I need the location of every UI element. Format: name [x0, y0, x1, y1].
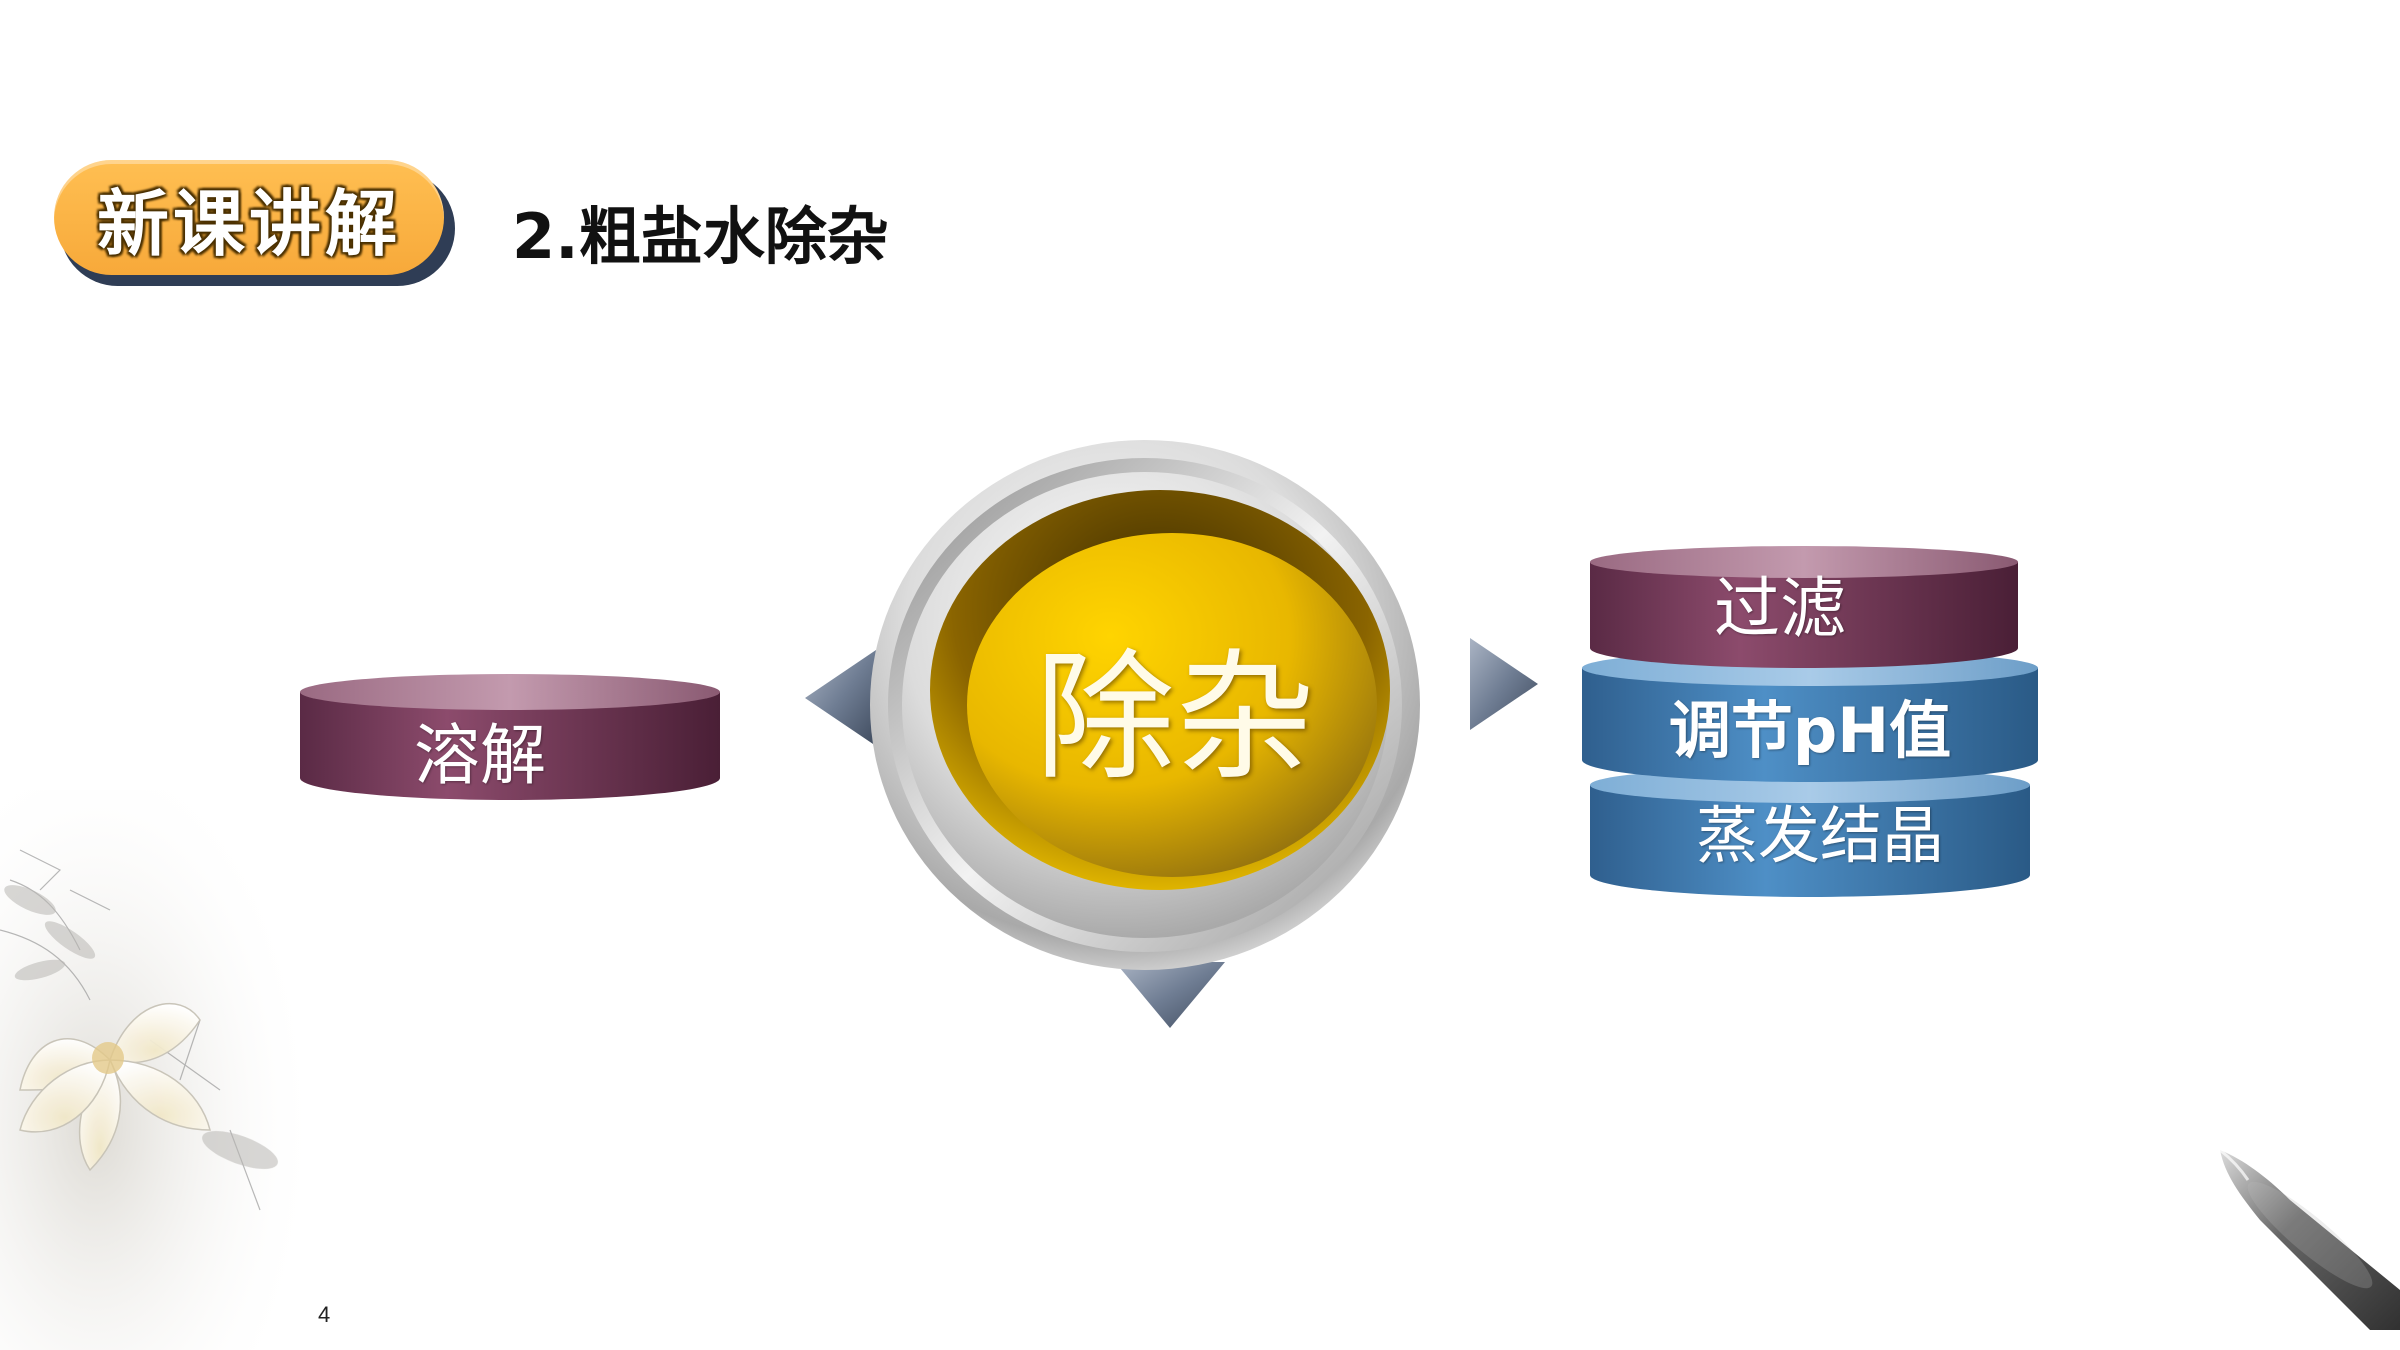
page-title: 2.粗盐水除杂 [512, 200, 889, 273]
step-filter-label: 过滤 [1714, 570, 1846, 647]
cylinder-dissolve [300, 674, 720, 800]
arrow-left-icon [805, 650, 876, 746]
page-number: 4 [318, 1302, 331, 1327]
arrow-right-icon [1470, 638, 1538, 730]
center-label: 除杂 [1034, 637, 1315, 800]
header-badge: 新课讲解 [54, 160, 444, 275]
cylinder-filter [1590, 546, 2018, 668]
step-adjust-ph-label: 调节pH值 [1668, 694, 1952, 767]
arrow-down-icon [1115, 962, 1225, 1028]
header-badge-label: 新课讲解 [96, 182, 401, 266]
center-hub [870, 440, 1420, 970]
step-dissolve-label: 溶解 [414, 717, 546, 794]
step-evaporate-label: 蒸发结晶 [1695, 799, 1944, 872]
brush-pen-decoration [2219, 1148, 2400, 1330]
lotus-painting-decoration [0, 790, 320, 1350]
